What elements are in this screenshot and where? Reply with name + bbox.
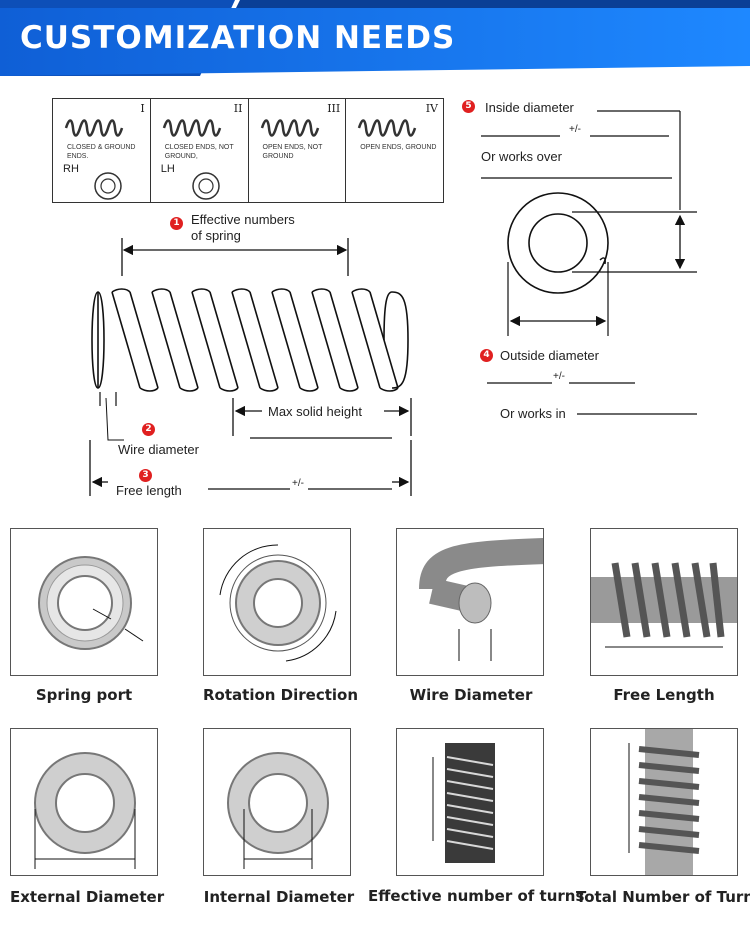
spring-side-view-icon	[591, 562, 737, 648]
end-type-cell-2: II CLOSED ENDS, NOT GROUND, LH	[151, 99, 249, 202]
outside-diameter-tolerance: +/-	[553, 371, 565, 382]
caption-effective-turns: Effective number of turns	[368, 887, 585, 905]
marker-3: 3	[139, 469, 152, 482]
coil-icon	[358, 119, 417, 137]
cell-numeral: I	[140, 102, 145, 115]
max-solid-height-label: Max solid height	[268, 404, 362, 419]
inside-diameter-tolerance: +/-	[569, 124, 581, 135]
wire-cross-section-icon	[419, 538, 543, 661]
banner-background	[0, 0, 750, 76]
inside-diameter-label: Inside diameter	[485, 100, 574, 115]
end-type-cell-4: IV OPEN ENDS, GROUND	[346, 99, 443, 202]
card-internal-diameter	[203, 728, 351, 876]
marker-5: 5	[462, 100, 475, 113]
spring-on-rod-icon	[628, 729, 700, 875]
caption-rotation-direction: Rotation Direction	[203, 686, 359, 704]
end-type-cell-3: III OPEN ENDS, NOT GROUND	[249, 99, 347, 202]
effective-numbers-label: Effective numbers	[191, 212, 295, 227]
cell-description: CLOSED & GROUND ENDS.	[67, 144, 136, 160]
cell-numeral: III	[327, 102, 341, 115]
card-spring-port	[10, 528, 158, 676]
caption-external-diameter: External Diameter	[10, 888, 165, 906]
ring-inner-dimension-icon	[227, 752, 329, 869]
caption-spring-port: Spring port	[35, 686, 133, 704]
end-type-cell-1: I CLOSED & GROUND ENDS. RH	[53, 99, 151, 202]
card-rotation-direction	[203, 528, 351, 676]
card-external-diameter	[10, 728, 158, 876]
cell-numeral: II	[233, 102, 243, 115]
marker-4: 4	[480, 349, 493, 362]
marker-1: 1	[170, 217, 183, 230]
works-in-label: Or works in	[500, 406, 566, 421]
card-wire-diameter	[396, 528, 544, 676]
ring-outer-dimension-icon	[34, 752, 136, 869]
card-effective-turns	[396, 728, 544, 876]
coil-icon	[260, 119, 319, 137]
spring-diagram	[91, 288, 409, 392]
rh-ring-icon	[94, 172, 122, 200]
dark-spring-coils-icon	[432, 743, 495, 863]
caption-internal-diameter: Internal Diameter	[203, 888, 355, 906]
wire-diameter-label: Wire diameter	[118, 442, 199, 457]
header-banner: CUSTOMIZATION NEEDS	[0, 0, 750, 76]
coil-icon	[64, 119, 124, 137]
cell-description: OPEN ENDS, GROUND	[360, 144, 437, 151]
works-over-label: Or works over	[481, 149, 562, 164]
spring-end-view-icon	[38, 556, 144, 650]
cell-hand: LH	[160, 163, 175, 175]
caption-wire-diameter: Wire Diameter	[409, 686, 533, 704]
coil-icon	[162, 119, 221, 137]
spec-drawing	[89, 110, 697, 496]
end-type-table: I CLOSED & GROUND ENDS. RH II CLOSED END…	[52, 98, 444, 203]
marker-2: 2	[142, 423, 155, 436]
cell-description: CLOSED ENDS, NOT GROUND,	[164, 144, 234, 160]
rotation-arrows-icon	[219, 544, 337, 662]
cell-description: OPEN ENDS, NOT GROUND	[262, 144, 323, 160]
cell-numeral: IV	[425, 102, 438, 115]
card-free-length	[590, 528, 738, 676]
card-total-turns	[590, 728, 738, 876]
outside-diameter-label: Outside diameter	[500, 348, 599, 363]
free-length-label: Free length	[116, 483, 182, 498]
caption-total-turns: Total Number of Turns	[576, 888, 750, 906]
lh-ring-icon	[192, 172, 220, 200]
effective-numbers-label-2: of spring	[191, 228, 241, 243]
caption-free-length: Free Length	[613, 686, 715, 704]
page-title: CUSTOMIZATION NEEDS	[20, 20, 456, 56]
free-length-tolerance: +/-	[292, 478, 304, 489]
cell-hand: RH	[63, 163, 79, 175]
